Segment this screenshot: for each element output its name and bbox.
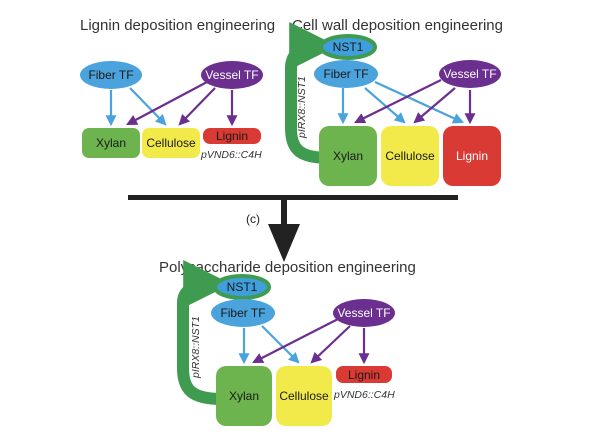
down-arrow-head — [268, 224, 300, 262]
vessel-tf-label: Vessel TF — [443, 67, 496, 81]
fiber-tf-label: Fiber TF — [323, 67, 368, 81]
fiber-tf-label: Fiber TF — [88, 68, 133, 82]
nst1-label: NST1 — [227, 280, 258, 294]
promoter-irx8-nst1: pIRX8::NST1 — [296, 76, 308, 139]
transition-section: (c) — [128, 195, 458, 262]
lignin-label: Lignin — [216, 129, 248, 143]
lignin-node: Lignin — [336, 366, 392, 383]
fiber-tf-node: Fiber TF — [314, 60, 378, 88]
title-cellwall-deposition: Cell wall deposition engineering — [292, 17, 503, 34]
arrow-vessel-to-cellulose — [178, 87, 216, 126]
title-polysaccharide-deposition: Polysaccharide deposition engineering — [159, 259, 416, 276]
vessel-tf-node: Vessel TF — [333, 299, 395, 327]
lignin-label: Lignin — [456, 149, 488, 163]
cellulose-node: Cellulose — [142, 128, 200, 158]
panel-lignin-deposition: Lignin deposition engineering Fiber TF V… — [80, 17, 275, 161]
arrow-fiber-to-lignin — [374, 81, 464, 124]
nst1-node: NST1 — [319, 34, 377, 60]
cellulose-node: Cellulose — [276, 366, 332, 426]
lignin-label: Lignin — [348, 368, 380, 382]
cellulose-node: Cellulose — [381, 126, 439, 186]
cellulose-label: Cellulose — [385, 149, 435, 163]
divider-bar — [128, 195, 458, 200]
xylan-label: Xylan — [333, 149, 363, 163]
arrow-vessel-to-xylan — [252, 317, 341, 364]
xylan-node: Xylan — [82, 128, 140, 158]
vessel-tf-label: Vessel TF — [205, 68, 258, 82]
vessel-tf-node: Vessel TF — [201, 61, 263, 89]
feedback-loop-arrow — [177, 260, 232, 405]
title-lignin-deposition: Lignin deposition engineering — [80, 17, 275, 34]
xylan-label: Xylan — [229, 389, 259, 403]
xylan-node: Xylan — [216, 366, 272, 426]
arrow-vessel-to-xylan — [354, 79, 442, 124]
promoter-irx8-nst1: pIRX8::NST1 — [190, 316, 202, 379]
cellulose-label: Cellulose — [146, 136, 196, 150]
fiber-tf-label: Fiber TF — [220, 306, 265, 320]
lignin-node: Lignin — [443, 126, 501, 186]
xylan-node: Xylan — [319, 126, 377, 186]
arrow-vessel-to-cellulose — [310, 325, 351, 364]
arrow-fiber-to-cellulose — [261, 325, 300, 364]
vessel-tf-node: Vessel TF — [439, 60, 501, 88]
arrow-vessel-to-xylan — [126, 81, 208, 126]
promoter-vnd6-c4h: pVND6::C4H — [200, 149, 262, 161]
promoter-vnd6-c4h: pVND6::C4H — [333, 389, 395, 401]
panel-polysaccharide-deposition: Polysaccharide deposition engineering pI… — [159, 259, 416, 426]
cellulose-label: Cellulose — [279, 389, 329, 403]
panel-marker-c: (c) — [246, 212, 260, 226]
panel-cellwall-deposition: Cell wall deposition engineering pIRX8::… — [285, 17, 503, 186]
arrow-vessel-to-cellulose — [413, 87, 456, 124]
fiber-tf-node: Fiber TF — [80, 61, 142, 89]
nst1-label: NST1 — [333, 40, 364, 54]
nst1-node: NST1 — [213, 274, 271, 300]
xylan-label: Xylan — [96, 136, 126, 150]
fiber-tf-node: Fiber TF — [211, 299, 275, 327]
lignin-node: Lignin — [203, 128, 261, 144]
arrow-fiber-to-cellulose — [129, 87, 167, 126]
vessel-tf-label: Vessel TF — [337, 306, 390, 320]
feedback-loop-arrow — [285, 22, 338, 164]
down-arrow-shaft — [281, 200, 287, 226]
arrow-fiber-to-cellulose — [364, 87, 406, 124]
